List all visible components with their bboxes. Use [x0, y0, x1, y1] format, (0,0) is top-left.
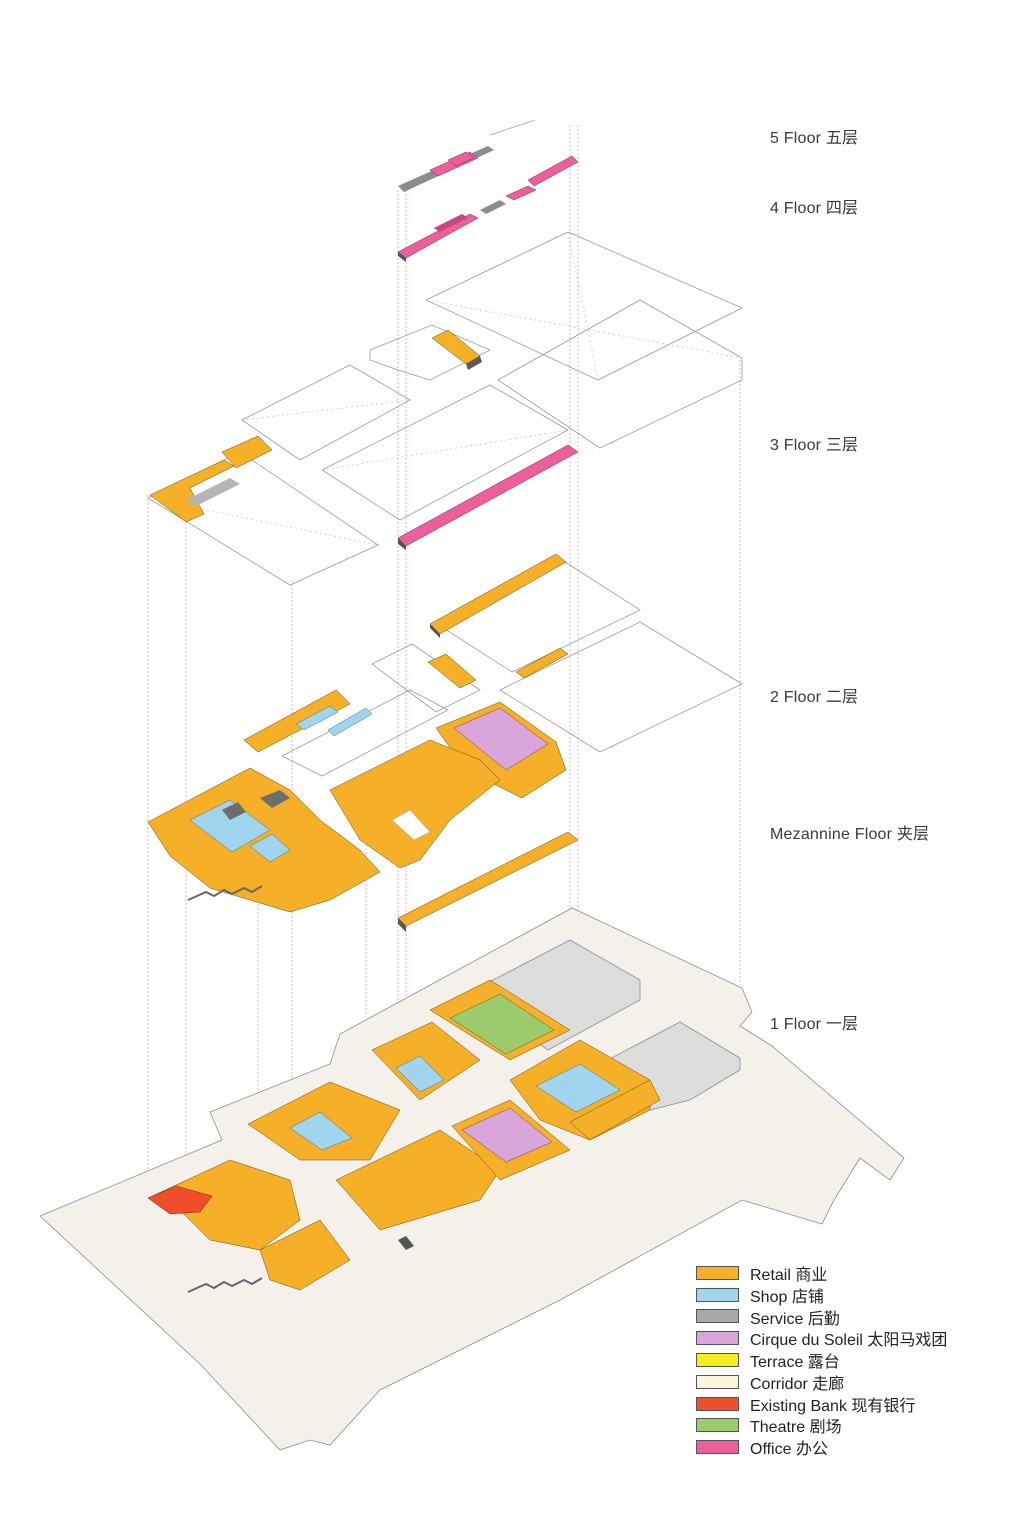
floor-4-plan [397, 155, 579, 262]
legend-item-terrace: Terrace 露台 [696, 1349, 947, 1371]
legend-label: Office 办公 [750, 1441, 828, 1459]
legend-swatch [696, 1418, 739, 1433]
legend-label: Corridor 走廊 [750, 1375, 845, 1393]
floor-label-1: 1 Floor 一层 [770, 1016, 859, 1033]
legend-swatch [696, 1265, 739, 1280]
floor-5-plan [398, 119, 536, 192]
legend-label: Existing Bank 现有银行 [750, 1397, 916, 1415]
legend-label: Retail 商业 [750, 1266, 828, 1284]
legend-label: Terrace 露台 [750, 1354, 840, 1372]
mezzanine-blocks [147, 739, 579, 932]
legend-item-bank: Existing Bank 现有银行 [696, 1393, 947, 1415]
floor-label-3: 3 Floor 三层 [770, 437, 859, 454]
floor-3-plan [147, 231, 743, 586]
legend-swatch [696, 1331, 739, 1346]
legend-item-shop: Shop 店铺 [696, 1284, 947, 1306]
floor-2-blocks [243, 553, 569, 799]
legend-label: Cirque du Soleil 太阳马戏团 [750, 1332, 948, 1350]
legend-swatch [696, 1396, 739, 1411]
legend-swatch [696, 1287, 739, 1302]
legend: Retail 商业 Shop 店铺 Service 后勤 Cirque du S… [696, 1262, 947, 1458]
floor-3-blocks [149, 329, 579, 550]
floor-label-5: 5 Floor 五层 [770, 130, 859, 147]
legend-label: Theatre 剧场 [750, 1419, 842, 1437]
legend-item-retail: Retail 商业 [696, 1262, 947, 1284]
legend-swatch [696, 1440, 739, 1455]
legend-item-service: Service 后勤 [696, 1306, 947, 1328]
floor-label-2: 2 Floor 二层 [770, 689, 859, 706]
legend-label: Shop 店铺 [750, 1288, 824, 1306]
legend-item-office: Office 办公 [696, 1436, 947, 1458]
legend-swatch [696, 1353, 739, 1368]
legend-swatch [696, 1374, 739, 1389]
legend-item-cirque: Cirque du Soleil 太阳马戏团 [696, 1327, 947, 1349]
legend-item-theatre: Theatre 剧场 [696, 1415, 947, 1437]
floor-label-4: 4 Floor 四层 [770, 200, 859, 217]
legend-label: Service 后勤 [750, 1310, 840, 1328]
floor-1-blocks [147, 979, 661, 1293]
floor-label-mezzanine: Mezannine Floor 夹层 [770, 826, 930, 843]
legend-item-corridor: Corridor 走廊 [696, 1371, 947, 1393]
legend-swatch [696, 1309, 739, 1324]
